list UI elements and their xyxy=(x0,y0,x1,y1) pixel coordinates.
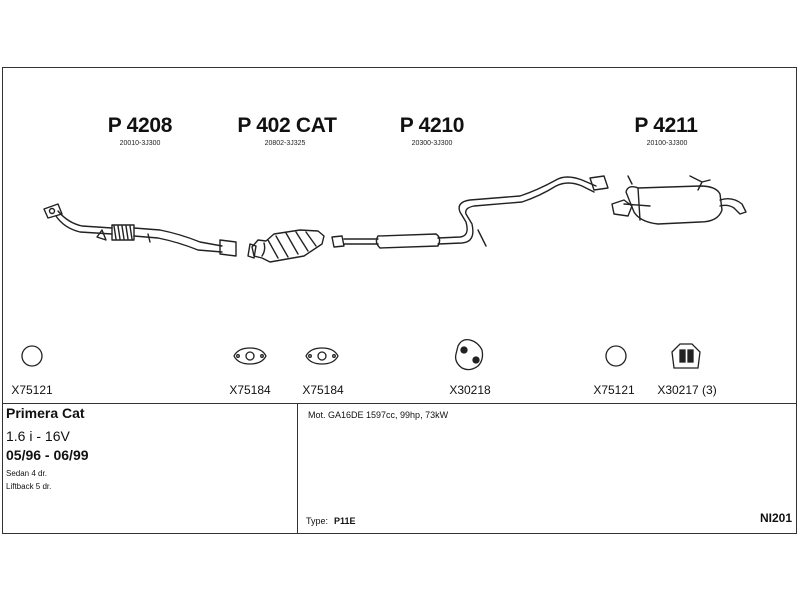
ring-icon xyxy=(21,345,43,367)
accessory-label: X75121 xyxy=(11,383,53,397)
vehicle-model: Primera Cat xyxy=(6,405,85,421)
engine-spec: Mot. GA16DE 1597cc, 99hp, 73kW xyxy=(308,410,449,420)
diagram-code: NI201 xyxy=(759,511,792,525)
accessory-label: X75184 xyxy=(229,383,271,397)
body-style: Sedan 4 dr. xyxy=(6,469,47,478)
oem-number-front-pipe: 20010-3J300 xyxy=(119,140,161,147)
oem-number-rear-silencer: 20100-3J300 xyxy=(646,140,688,147)
accessory-label: X30218 xyxy=(449,383,491,397)
engine-summary: 1.6 i - 16V xyxy=(6,428,70,444)
type-value: P11E xyxy=(334,516,356,526)
oem-number-catalytic-converter: 20802-3J325 xyxy=(264,140,306,147)
column-divider xyxy=(297,403,298,534)
production-years: 05/96 - 06/99 xyxy=(6,447,89,463)
front-pipe-drawing xyxy=(43,203,237,257)
accessory-label: X75184 xyxy=(302,383,344,397)
type-row: Type: P11E xyxy=(306,516,356,526)
oem-number-middle-silencer: 20300-3J300 xyxy=(411,140,453,147)
part-number-front-pipe: P 4208 xyxy=(107,114,173,137)
diagram-frame xyxy=(2,67,797,534)
middle-silencer-drawing xyxy=(331,175,609,249)
body-style: Liftback 5 dr. xyxy=(6,482,52,491)
part-number-middle-silencer: P 4210 xyxy=(399,114,465,137)
rear-silencer-drawing xyxy=(611,175,747,225)
gasket-icon xyxy=(305,347,339,365)
rubber-hanger-icon xyxy=(454,338,484,371)
gasket-icon xyxy=(233,347,267,365)
hanger-icon xyxy=(671,343,701,369)
section-divider xyxy=(2,403,797,404)
accessory-label: X30217 (3) xyxy=(657,383,717,397)
catalytic-converter-drawing xyxy=(247,229,325,263)
part-number-catalytic-converter: P 402 CAT xyxy=(237,114,337,137)
part-number-rear-silencer: P 4211 xyxy=(634,114,698,137)
accessory-label: X75121 xyxy=(593,383,635,397)
ring-icon xyxy=(605,345,627,367)
type-label: Type: xyxy=(306,516,329,526)
